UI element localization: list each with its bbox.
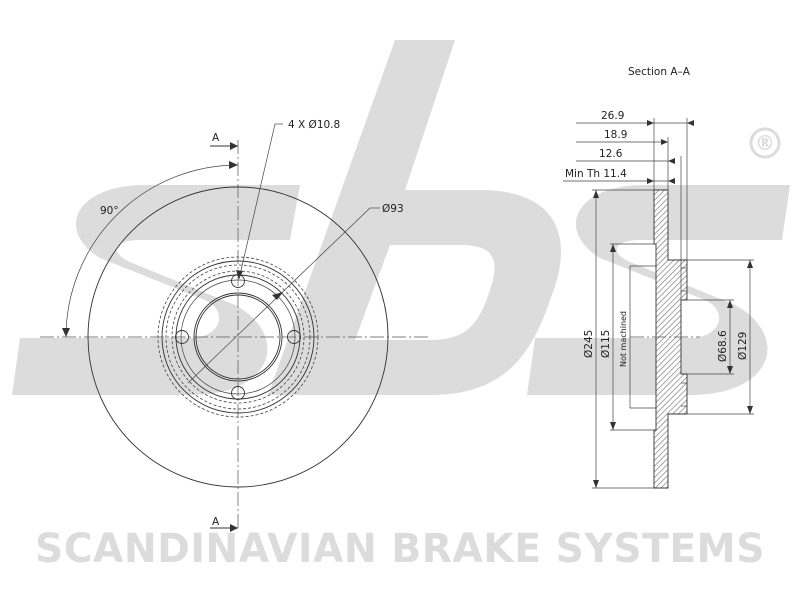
dim-68-arrow-top <box>727 300 733 308</box>
dim-centre-bore: Ø68.6 <box>717 330 729 362</box>
section-view: Section A–A 26.9 18.9 12.6 Min Th 11.4 <box>563 66 754 489</box>
registered-circle <box>749 127 781 159</box>
logo-letter-s-right <box>527 185 790 395</box>
dim-129-arrow-bot <box>747 406 753 414</box>
section-mark-top-arrow <box>230 142 238 150</box>
front-view: 90° A A 4 X Ø10.8 Ø93 <box>40 119 430 532</box>
hat-dashed-ring-inner <box>165 264 311 410</box>
dim-115-arrow-top <box>610 244 616 252</box>
centre-bore <box>195 294 281 380</box>
dim-hat-height: 18.9 <box>604 129 627 141</box>
dim-245-arrow-bot <box>593 480 599 488</box>
dim-arrow-1 <box>647 120 654 126</box>
section-mark-top-label: A <box>212 132 220 144</box>
dim-disc-diameter: Ø245 <box>583 330 595 358</box>
angle-label: 90° <box>100 205 119 217</box>
hat-dashed-ring-outer <box>157 256 319 418</box>
bolt-hole-right <box>287 330 301 344</box>
dim-129-arrow-top <box>747 260 753 268</box>
dim-min-thickness: Min Th 11.4 <box>565 168 627 180</box>
bolt-hole-left <box>175 330 189 344</box>
logo-letter-b <box>268 40 562 395</box>
dim-arrow-6 <box>668 178 675 184</box>
centre-bore-outer <box>193 292 283 382</box>
section-title: Section A–A <box>628 66 691 78</box>
sbs-logo-watermark <box>12 40 790 395</box>
hat-outer-circle <box>161 260 315 414</box>
dim-arrow-2 <box>687 120 694 126</box>
bolt-holes-label: 4 X Ø10.8 <box>288 119 340 131</box>
dim-68-arrow-bot <box>727 366 733 374</box>
dim-245-arrow-top <box>593 190 599 198</box>
disc-outer-edge <box>87 186 389 488</box>
dim-arrow-4 <box>668 158 675 164</box>
section-mark-bottom-arrow <box>230 524 238 532</box>
pcd-label: Ø93 <box>382 203 404 215</box>
angle-arrow-left <box>62 328 70 337</box>
bolt-leader-arrow <box>236 270 243 279</box>
dim-arrow-3 <box>661 139 668 145</box>
dim-115-arrow-bot <box>610 422 616 430</box>
dim-hub-diameter: Ø129 <box>737 332 749 360</box>
dim-overall-height: 26.9 <box>601 110 624 122</box>
section-mark-bottom-label: A <box>212 516 220 528</box>
angle-arrow-top <box>229 161 238 169</box>
logo-letter-s-left <box>12 185 300 395</box>
registered-symbol: ® <box>755 131 775 155</box>
dim-thickness: 12.6 <box>599 148 623 160</box>
dim-hat-diameter: Ø115 <box>600 330 612 358</box>
angle-arc <box>65 164 239 338</box>
company-name: SCANDINAVIAN BRAKE SYSTEMS <box>35 526 765 572</box>
pcd-leader-arrow <box>272 292 283 300</box>
bolt-hole-bottom <box>231 386 245 400</box>
pcd-circle <box>180 279 296 395</box>
bolt-leader <box>238 123 276 280</box>
not-machined-label: Not machined <box>619 311 628 367</box>
dim-arrow-5 <box>647 178 654 184</box>
registered-mark: ® <box>749 127 781 159</box>
